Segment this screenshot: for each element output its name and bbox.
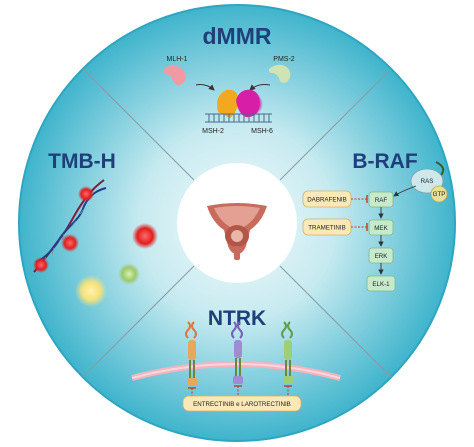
arrow-pms2	[249, 84, 271, 91]
pms2-protein	[268, 64, 291, 83]
mutation-marker-3	[78, 186, 94, 202]
label-msh2: MSH-2	[202, 128, 224, 135]
msh2-protein	[217, 89, 238, 118]
arrow-mlh1	[195, 84, 215, 91]
ras-label: RAS	[421, 178, 434, 185]
label-msh6: MSH-6	[251, 128, 273, 135]
prostate-icon	[207, 203, 267, 260]
trk-receptor-2	[231, 321, 243, 384]
ntrk-illustration: ENTRECTINIB e LAROTRECTINIB	[131, 321, 341, 412]
mutation-marker-2	[61, 234, 79, 252]
elk1-box	[366, 275, 396, 292]
dna-strand-b	[35, 187, 107, 263]
label-mlh1: MLH-1	[166, 56, 187, 63]
ntrk-drug-label: ENTRECTINIB e LAROTRECTINIB	[193, 401, 291, 408]
trametinib-label: TRAMETINIB	[308, 225, 345, 232]
braf-illustration: RAS GTP RAF MEK ERK ELK-1 DABRAFENIB TRA…	[302, 161, 448, 292]
dmmr-illustration: MLH-1 PMS-2 MSH-2 MSH-6	[163, 56, 295, 135]
mlh1-protein	[163, 65, 186, 86]
tmb-illustration	[33, 179, 158, 307]
arrow-ras-raf	[393, 185, 417, 197]
sector-dividers	[82, 68, 392, 378]
title-ntrk: NTRK	[208, 307, 266, 330]
mek-label: MEK	[374, 225, 388, 232]
trk-receptor-1	[185, 321, 197, 386]
dna-ladder	[205, 113, 272, 123]
dabrafenib-label: DABRAFENIB	[307, 197, 347, 204]
neoantigen-green	[118, 263, 140, 285]
ntrk-inhibition-bars	[188, 385, 292, 389]
gtp-label: GTP	[433, 191, 446, 198]
trk-receptor-3	[281, 321, 293, 384]
title-tmb-h: TMB-H	[48, 150, 116, 173]
label-pms2: PMS-2	[273, 56, 295, 63]
ntrk-inhibition-lines	[191, 386, 289, 396]
neoantigen-red	[132, 223, 158, 249]
ntrk-drug-box	[182, 395, 302, 412]
mutation-marker-1	[33, 257, 49, 273]
title-dmmr: dMMR	[203, 23, 272, 49]
elk1-label: ELK-1	[372, 281, 390, 288]
raf-label: RAF	[375, 197, 388, 204]
title-b-raf: B-RAF	[352, 150, 417, 173]
erk-label: ERK	[375, 253, 389, 260]
gtp-node	[430, 185, 448, 203]
neoantigen-yellow	[75, 275, 107, 307]
msh6-protein	[236, 89, 260, 118]
